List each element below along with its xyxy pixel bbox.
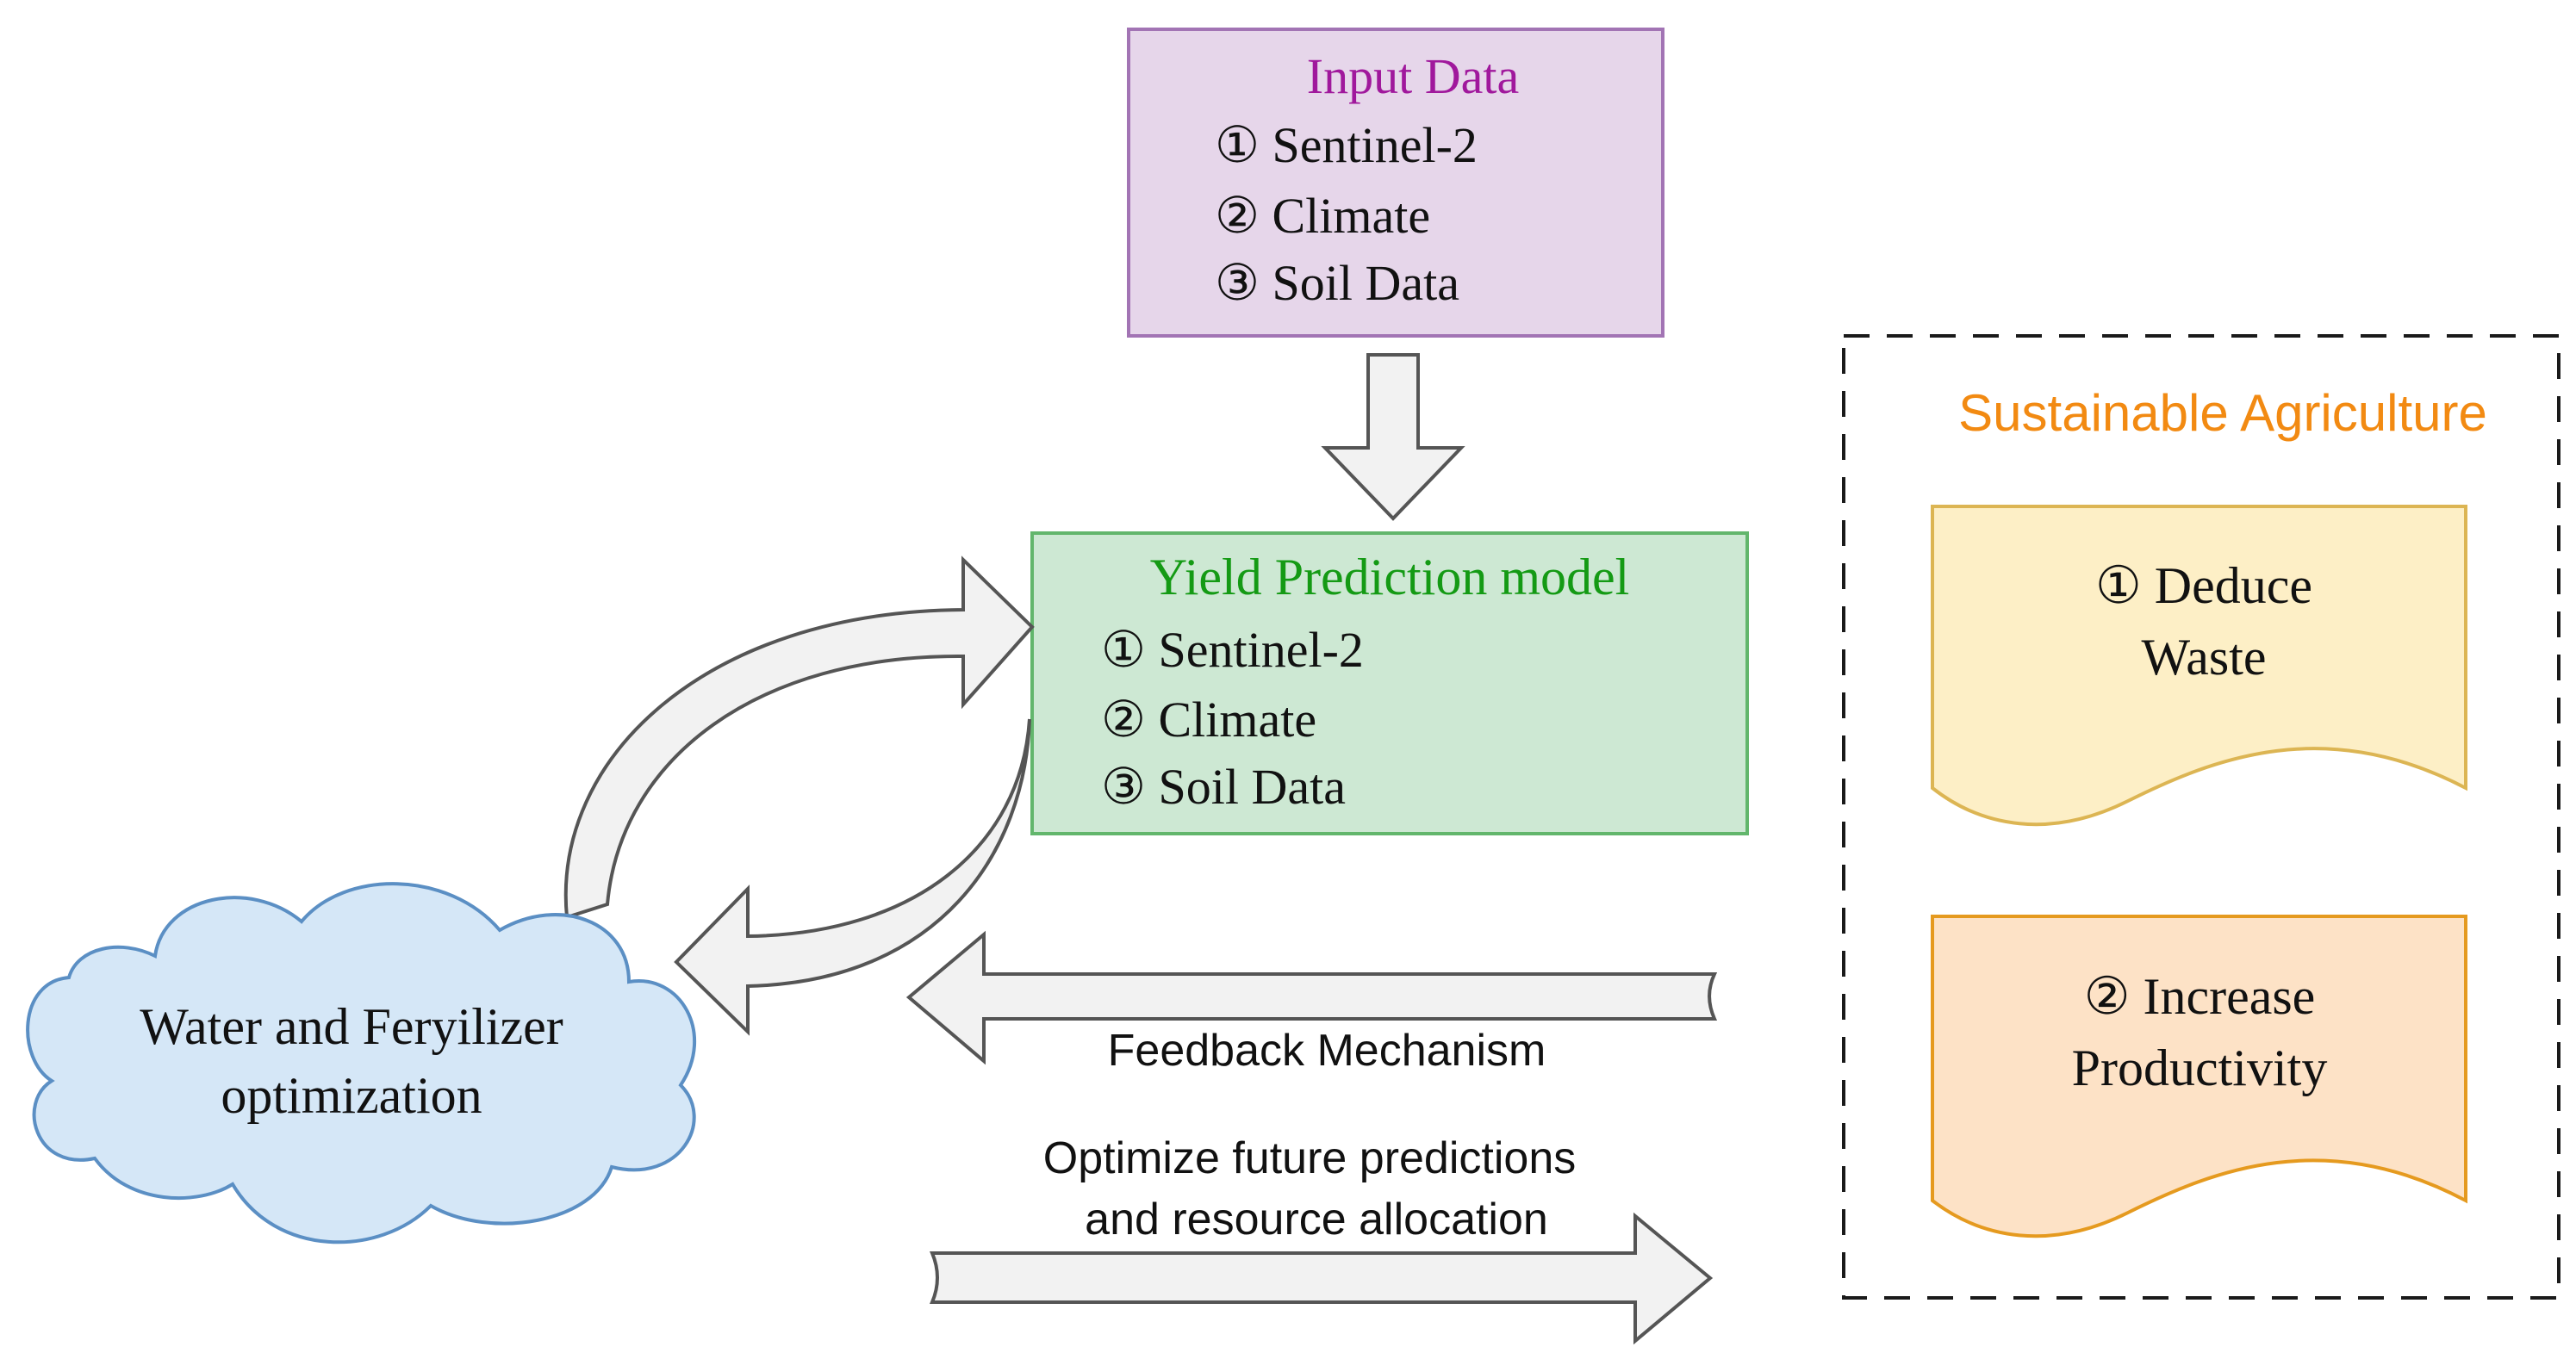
yield-model-box-frame [1030, 531, 1749, 835]
input-data-item-soil: ③ Soil Data [1215, 255, 1459, 311]
optimize-label-line1: Optimize future predictions [1043, 1133, 1577, 1183]
doc-increase-productivity [1931, 915, 2467, 1238]
cloud-label-line1: Water and Feryilizer [140, 998, 563, 1055]
input-data-box: Input Data ① Sentinel-2 ② Climate ③ Soil… [1127, 28, 1664, 338]
doc-deduce-waste [1931, 505, 2467, 827]
optimize-label-line2: and resource allocation [1085, 1195, 1548, 1244]
doc-deduce-waste-line1: ① Deduce [2095, 557, 2312, 614]
sustainable-dashed-frame [1842, 334, 2560, 1300]
yield-model-item-climate: ② Climate [1101, 692, 1316, 748]
doc-deduce-waste-line2: Waste [2141, 629, 2266, 686]
yield-model-title: Yield Prediction model [1150, 549, 1630, 605]
feedback-label: Feedback Mechanism [1108, 1026, 1546, 1076]
input-data-title: Input Data [1307, 48, 1519, 104]
down-arrow [1321, 353, 1465, 521]
yield-model-item-soil: ③ Soil Data [1101, 759, 1346, 815]
doc-increase-productivity-line2: Productivity [2072, 1040, 2328, 1096]
input-data-item-climate: ② Climate [1215, 188, 1430, 244]
cloud-shape [26, 882, 697, 1244]
input-data-item-sentinel: ① Sentinel-2 [1215, 117, 1478, 173]
curved-arrow-to-model [563, 555, 1035, 920]
optimization-cloud: Water and Feryilizer optimization [26, 882, 697, 1244]
yield-model-box: Yield Prediction model ① Sentinel-2 ② Cl… [1030, 531, 1749, 835]
input-data-box-frame [1127, 28, 1664, 338]
cloud-label-line2: optimization [221, 1067, 482, 1124]
curved-arrow-to-cloud [674, 718, 1031, 1036]
doc-increase-productivity-line1: ② Increase [2084, 968, 2316, 1025]
sustainable-agriculture-panel: Sustainable Agriculture ① Deduce Waste ②… [1842, 334, 2560, 1300]
sustainable-title: Sustainable Agriculture [1958, 384, 2487, 442]
feedback-arrow [905, 930, 1718, 1065]
yield-model-item-sentinel: ① Sentinel-2 [1101, 622, 1364, 678]
optimize-arrow [929, 1212, 1714, 1345]
